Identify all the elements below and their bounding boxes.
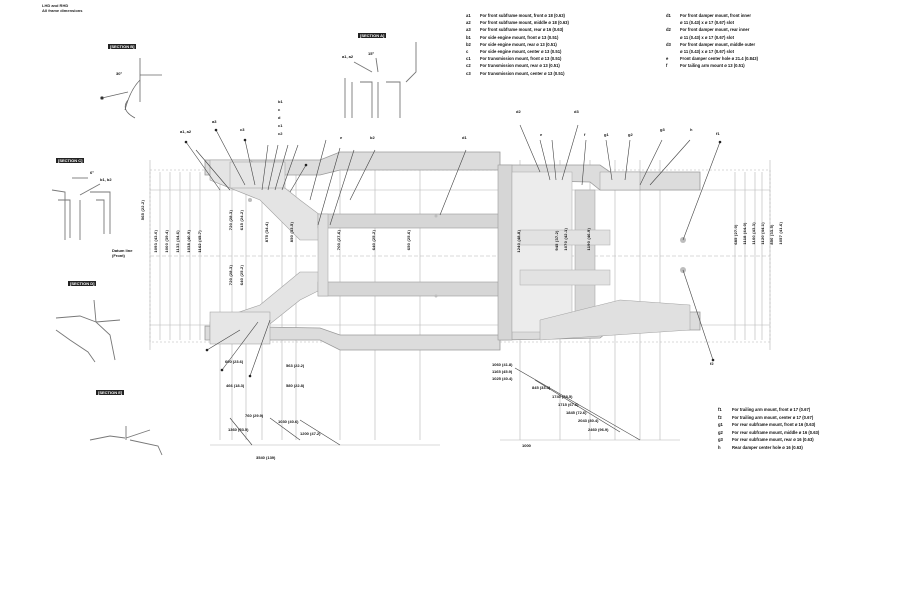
callout: e xyxy=(340,135,343,140)
section-a-callout: a1, a2 xyxy=(342,54,354,59)
section-c-angle: 6° xyxy=(90,170,94,175)
rear-center-dims: 945 (37.2) 1070 (42.1) xyxy=(554,228,568,251)
front-bottom-dim: 1200 (47.2) xyxy=(300,431,321,436)
callout: b1 xyxy=(278,99,283,104)
rear-vertical-dims: 685 (27.0) 1118 (44.0) 1100 (43.3) 1120 … xyxy=(733,222,783,245)
rear-bottom-dim: 1165 (45.9) xyxy=(492,369,513,374)
front-total-dim: 3540 (139) xyxy=(256,455,276,460)
section-c-callout: b1, b2 xyxy=(100,177,112,182)
legend-row: ø 11 (0.43) x ø 17 (0.67) slot xyxy=(680,34,734,40)
header-line-1: LHD and RHD xyxy=(42,3,69,8)
leader-lines xyxy=(185,124,721,446)
callout: d2 xyxy=(516,109,521,114)
callout: a3 xyxy=(212,119,217,124)
rear-bottom-dim: 2043 (80.4) xyxy=(578,418,599,423)
front-bottom-dim: 1360 (53.5) xyxy=(228,427,249,432)
tunnel-vertical-dims: 700 (27.6) 640 (25.2) 650 (25.6) xyxy=(336,230,411,251)
callout: f1 xyxy=(716,131,720,136)
section-c-label: [SECTION C] xyxy=(56,158,85,163)
rear-total-dim: 1000 xyxy=(522,443,531,448)
callout: f2 xyxy=(710,361,714,366)
section-a-detail xyxy=(344,42,417,118)
rear-bottom-dim: 1025 (40.4) xyxy=(492,376,513,381)
dimension-grid xyxy=(149,160,771,446)
callout: d xyxy=(278,115,281,120)
callout: b2 xyxy=(370,135,375,140)
callout: g1 xyxy=(604,132,609,137)
header-line-2: All frame dimensions xyxy=(42,8,83,13)
rear-bottom-dim: 1060 (41.8) xyxy=(492,362,513,367)
rear-bottom-dim: 845 (33.3) xyxy=(532,385,551,390)
legend-row: ø 11 (0.43) x ø 17 (0.67) slot xyxy=(680,20,734,26)
legend-row: ø 11 (0.43) x ø 17 (0.67) slot xyxy=(680,49,734,55)
section-d-detail xyxy=(55,299,121,363)
rear-bottom-dim: 2460 (96.9) xyxy=(588,427,609,432)
callout: g2 xyxy=(628,132,633,137)
front-bottom-dim: 1030 (40.6) xyxy=(278,419,299,424)
section-e-detail xyxy=(89,426,163,456)
mid-vertical-dims-center: 875 (34.4) 850 (33.5) xyxy=(264,222,294,243)
callout: d1 xyxy=(462,135,467,140)
mid-vertical-dims-lower: 720 (28.3) 640 (25.2) xyxy=(228,265,244,286)
callout: h xyxy=(690,127,693,132)
diagram-header: LHD and RHD All frame dimensions xyxy=(42,3,82,13)
callout: c xyxy=(278,107,281,112)
rear-bottom-dim: 1740 (68.5) xyxy=(552,394,573,399)
rear-center-dim-2: 1190 (46.9) xyxy=(586,228,591,251)
rear-bottom-dim: 1845 (72.6) xyxy=(566,410,587,415)
section-b-angle: 30° xyxy=(116,71,123,76)
section-b-label: [SECTION B] xyxy=(108,44,137,49)
section-a-label: [SECTION A] xyxy=(358,33,387,38)
callout: g3 xyxy=(660,127,665,132)
leader-dots xyxy=(184,128,722,378)
callout: e xyxy=(540,132,543,137)
rear-bottom-dim: 1715 (67.6) xyxy=(558,402,579,407)
section-a-angle: 15° xyxy=(368,51,375,56)
callout: d3 xyxy=(574,109,579,114)
vehicle-frame xyxy=(204,151,701,351)
front-bottom-dim: 466 (18.3) xyxy=(226,383,245,388)
front-bottom-dim: 760 (29.9) xyxy=(245,413,264,418)
section-b-detail xyxy=(100,58,162,119)
section-e-label: [SECTION E] xyxy=(96,390,125,395)
left-vertical-dims-group: 1093 (43.0) 1000 (39.4) 1133 (44.6) 1038… xyxy=(153,230,202,253)
callout: f xyxy=(584,132,586,137)
front-bottom-dim: 600 (23.6) xyxy=(225,359,244,364)
section-c-detail xyxy=(51,177,111,240)
rear-crossmember-dim: 1240 (48.8) xyxy=(516,230,521,253)
left-vertical-dims: 565 (22.2) xyxy=(140,200,145,221)
callout: c3 xyxy=(240,127,245,132)
callout: c1 xyxy=(278,123,283,128)
front-bottom-dim: 580 (22.8) xyxy=(286,383,305,388)
datum-label: Datum line (Front) xyxy=(112,248,133,258)
callout: c2 xyxy=(278,131,283,136)
section-d-label: [SECTION D] xyxy=(68,281,97,286)
front-bottom-dim: 563 (22.2) xyxy=(286,363,305,368)
mid-vertical-dims-upper: 720 (28.3) 615 (24.2) xyxy=(228,210,244,231)
callout: a1, a2 xyxy=(180,129,192,134)
